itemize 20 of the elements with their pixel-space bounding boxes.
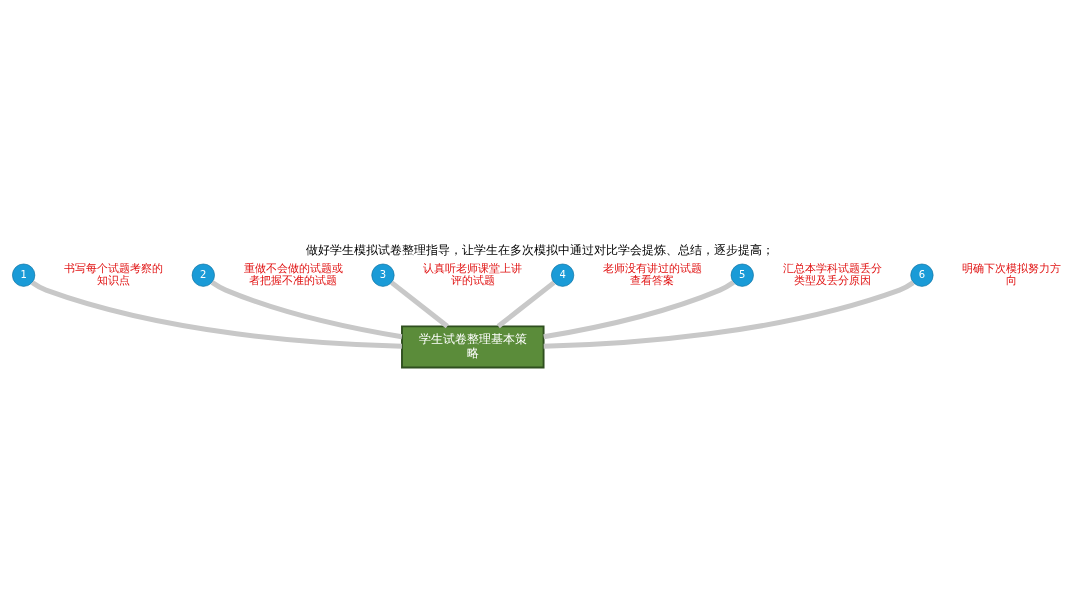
- node-label: 汇总本学科试题丢分类型及丢分原因: [782, 261, 882, 287]
- node-circle: 2: [191, 263, 215, 287]
- diagram-title: 做好学生模拟试卷整理指导，让学生在多次模拟中通过对比学会提炼、总结，逐步提高；: [306, 241, 774, 257]
- node-label: 重做不会做的试题或者把握不准的试题: [243, 261, 343, 287]
- connector: [210, 279, 403, 339]
- node-circle: 5: [730, 263, 754, 287]
- node-label: 老师没有讲过的试题查看答案: [602, 261, 702, 287]
- connector: [390, 280, 449, 328]
- connector: [30, 280, 402, 349]
- node-label: 书写每个试题考察的知识点: [63, 261, 163, 287]
- node-circle: 3: [371, 263, 395, 287]
- node-label: 明确下次模拟努力方向: [962, 261, 1062, 287]
- node-label: 认真听老师课堂上讲评的试题: [423, 261, 523, 287]
- node-box: 学生试卷整理基本策略: [401, 324, 545, 368]
- node-circle: 4: [551, 263, 575, 287]
- node-circle: 6: [910, 263, 934, 287]
- connector: [543, 279, 735, 339]
- connector: [543, 280, 915, 349]
- node-circle: 1: [12, 263, 36, 287]
- connector: [496, 280, 556, 328]
